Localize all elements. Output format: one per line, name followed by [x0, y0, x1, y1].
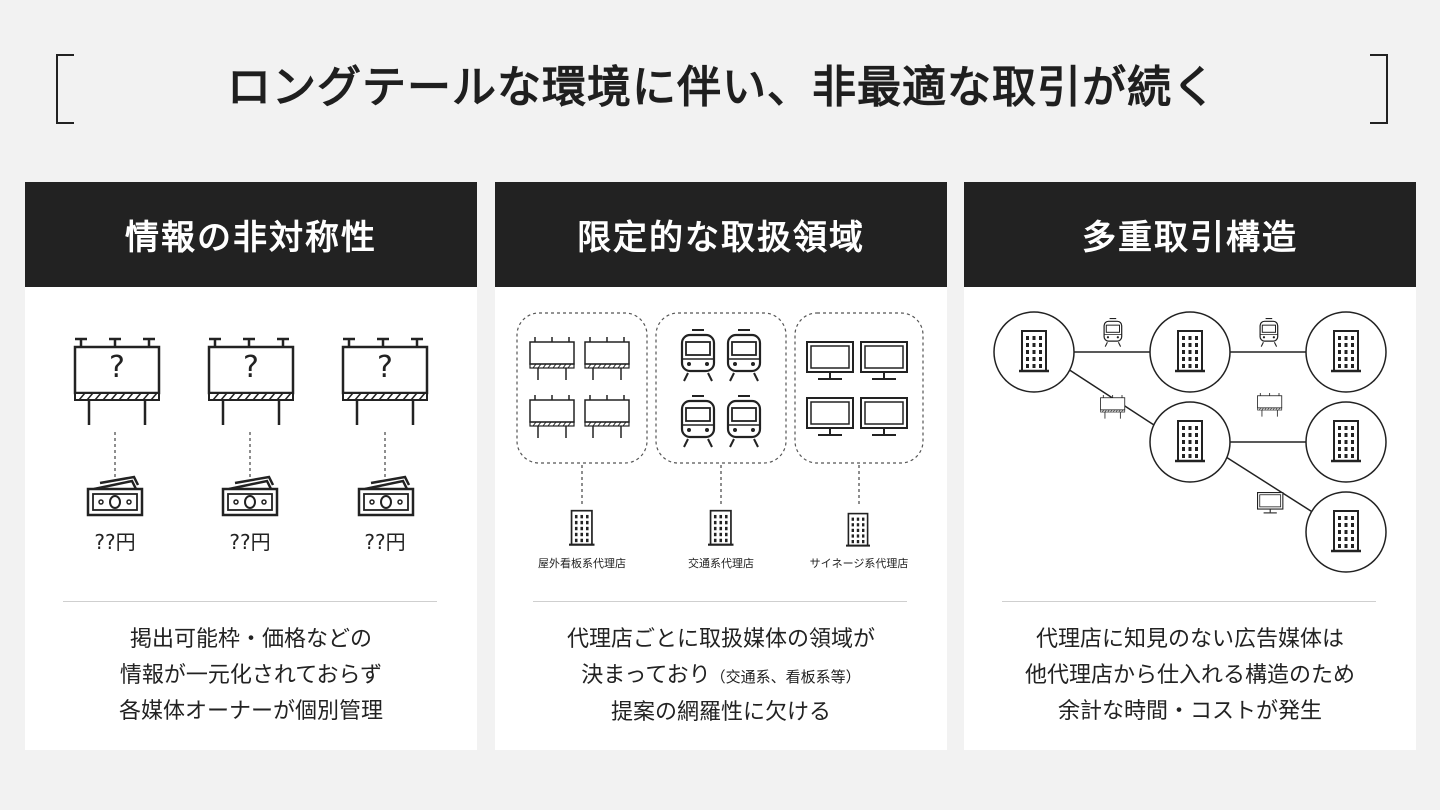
- price-label: ??円: [364, 530, 405, 554]
- divider: [533, 601, 907, 602]
- question-mark: ?: [377, 350, 393, 385]
- divider: [63, 601, 437, 602]
- building-icon: [844, 512, 872, 547]
- question-mark: ?: [109, 350, 125, 385]
- agency-coverage-illustration: 屋外看板系代理店 交通系代理店 サイネージ系代理店: [516, 312, 924, 570]
- divider: [1002, 601, 1376, 602]
- desc-line: 各媒体オーナーが個別管理: [118, 699, 383, 724]
- desc-line: 提案の網羅性に欠ける: [610, 700, 831, 725]
- billboard-icon: [529, 336, 575, 381]
- cash-icon: [86, 475, 144, 517]
- monitor-icon: [1257, 491, 1284, 514]
- billboard-price-illustration: ? ? ? ??円 ??円 ??円: [73, 337, 429, 554]
- desc-text: 決まっており: [581, 663, 711, 688]
- building-icon: [1329, 329, 1363, 373]
- panel-description: 代理店ごとに取扱媒体の領域が 決まっており（交通系、看板系等） 提案の網羅性に欠…: [495, 622, 947, 731]
- train-icon: [726, 394, 762, 449]
- desc-line: 決まっており（交通系、看板系等）: [495, 658, 947, 695]
- cash-icon: [357, 475, 415, 517]
- building-icon: [1329, 509, 1363, 553]
- media-group-box: [655, 312, 787, 464]
- train-icon: [1259, 317, 1279, 348]
- building-icon: [1173, 329, 1207, 373]
- page-title: ロングテールな環境に伴い、非最適な取引が続く: [227, 62, 1217, 113]
- building-icon: [1329, 419, 1363, 463]
- panel-information-asymmetry: 情報の非対称性 ? ? ? ??円 ??円 ??円 掲出可能枠・価格などの 情報…: [25, 182, 477, 750]
- panel-description: 代理店に知見のない広告媒体は 他代理店から仕入れる構造のため 余計な時間・コスト…: [964, 622, 1416, 730]
- agency-label: サイネージ系代理店: [810, 556, 909, 570]
- panel-multilayer-trading: 多重取引構造 代理店に知: [964, 182, 1416, 750]
- multilayer-network-illustration: [993, 311, 1387, 573]
- billboard-icon: [584, 336, 630, 381]
- train-icon: [680, 394, 716, 449]
- billboard-icon: [529, 394, 575, 439]
- train-icon: [1103, 317, 1123, 348]
- building-icon: [1173, 419, 1207, 463]
- train-icon: [726, 328, 762, 383]
- desc-line: 代理店に知見のない広告媒体は: [1035, 627, 1344, 652]
- panel-heading: 多重取引構造: [964, 182, 1416, 287]
- desc-line: 余計な時間・コストが発生: [1057, 699, 1322, 724]
- building-icon: [567, 509, 596, 546]
- cash-icon: [221, 475, 279, 517]
- monitor-icon: [860, 397, 908, 436]
- question-mark: ?: [243, 350, 259, 385]
- desc-line: 情報が一元化されておらず: [119, 663, 383, 688]
- panel-description: 掲出可能枠・価格などの 情報が一元化されておらず 各媒体オーナーが個別管理: [25, 622, 477, 730]
- right-bracket: [1370, 54, 1388, 124]
- desc-note: （交通系、看板系等）: [710, 668, 861, 686]
- desc-line: 他代理店から仕入れる構造のため: [1024, 663, 1355, 688]
- monitor-icon: [806, 397, 854, 436]
- building-icon: [1017, 329, 1051, 373]
- title-frame: ロングテールな環境に伴い、非最適な取引が続く: [56, 54, 1388, 124]
- desc-line: 代理店ごとに取扱媒体の領域が: [566, 627, 875, 652]
- panel-limited-coverage: 限定的な取扱領域 屋外看板系代理店 交通系代理店 サイネージ系代理店 代理: [495, 182, 947, 750]
- billboard-icon: [1100, 394, 1126, 420]
- desc-line: 掲出可能枠・価格などの: [129, 627, 372, 652]
- left-bracket: [56, 54, 74, 124]
- media-group-box: [794, 312, 924, 464]
- building-icon: [706, 509, 735, 546]
- price-label: ??円: [229, 530, 270, 554]
- train-icon: [680, 328, 716, 383]
- panel-heading: 情報の非対称性: [25, 182, 477, 287]
- billboard-icon: [1257, 392, 1283, 418]
- agency-label: 屋外看板系代理店: [538, 556, 626, 570]
- monitor-icon: [860, 341, 908, 380]
- price-label: ??円: [94, 530, 135, 554]
- billboard-icon: [584, 394, 630, 439]
- media-group-box: [516, 312, 648, 464]
- panel-heading: 限定的な取扱領域: [495, 182, 947, 287]
- monitor-icon: [806, 341, 854, 380]
- agency-label: 交通系代理店: [688, 556, 754, 570]
